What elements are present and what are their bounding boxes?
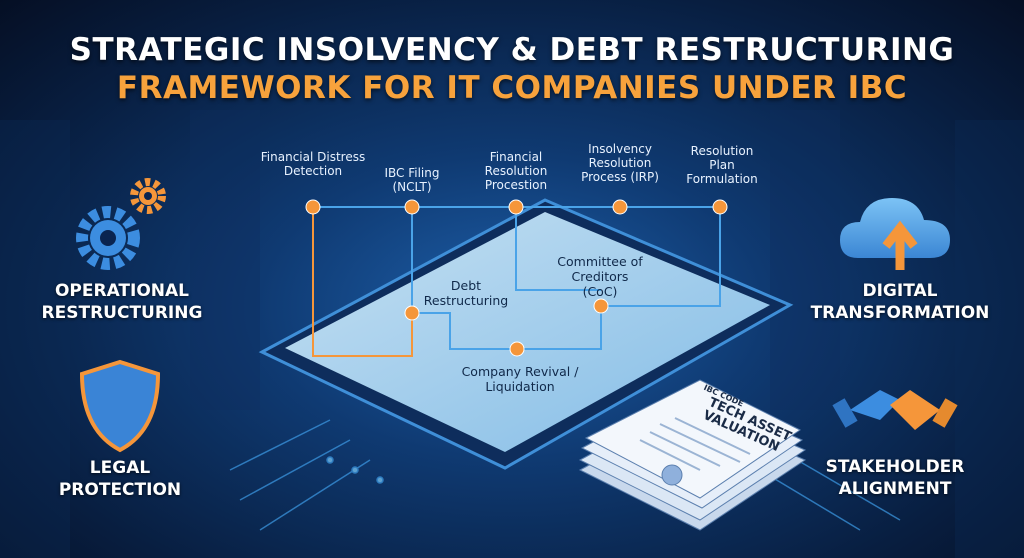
pillar-legal-protection: LEGAL PROTECTION xyxy=(0,457,240,501)
tablet-screen xyxy=(285,212,770,452)
step-financial-resolution: Financial Resolution Procestion xyxy=(484,150,548,192)
cloud-upload-icon xyxy=(840,198,950,270)
step-irp: Insolvency Resolution Process (IRP) xyxy=(581,142,659,184)
step-ibc-filing: IBC Filing (NCLT) xyxy=(384,166,440,194)
flow-nodes xyxy=(305,199,728,357)
step-coc: Committee of Creditors (CoC) xyxy=(557,254,643,299)
pillar-label: DIGITAL xyxy=(862,281,938,301)
pillar-label: PROTECTION xyxy=(58,480,182,500)
pillar-digital-transformation: DIGITAL TRANSFORMATION xyxy=(780,280,1020,324)
gears-icon xyxy=(76,178,166,270)
pillar-label: LEGAL xyxy=(89,458,151,478)
circuit-lines xyxy=(229,419,901,531)
step-resolution-plan: Resolution Plan Formulation xyxy=(686,144,758,186)
pillar-label: RESTRUCTURING xyxy=(41,303,203,323)
step-financial-distress-detection: Financial Distress Detection xyxy=(260,150,366,178)
document-stack xyxy=(578,379,807,531)
handshake-icon xyxy=(832,390,958,430)
pillar-label: TRANSFORMATION xyxy=(810,303,990,323)
title-line-1: STRATEGIC INSOLVENCY & DEBT RESTRUCTURIN… xyxy=(69,32,955,68)
pillar-operational-restructuring: OPERATIONAL RESTRUCTURING xyxy=(2,280,242,324)
step-debt-restructuring: Debt Restructuring xyxy=(423,278,509,308)
title-line-2: FRAMEWORK FOR IT COMPANIES UNDER IBC xyxy=(116,70,908,106)
pillar-label: ALIGNMENT xyxy=(838,479,952,499)
step-company-revival: Company Revival / Liquidation xyxy=(461,364,579,394)
pillar-stakeholder-alignment: STAKEHOLDER ALIGNMENT xyxy=(775,456,1015,500)
pillar-label: OPERATIONAL xyxy=(54,281,190,301)
shield-icon xyxy=(79,359,161,453)
pillar-label: STAKEHOLDER xyxy=(825,457,965,477)
server-racks xyxy=(0,110,1024,558)
orange-connector xyxy=(312,207,413,357)
